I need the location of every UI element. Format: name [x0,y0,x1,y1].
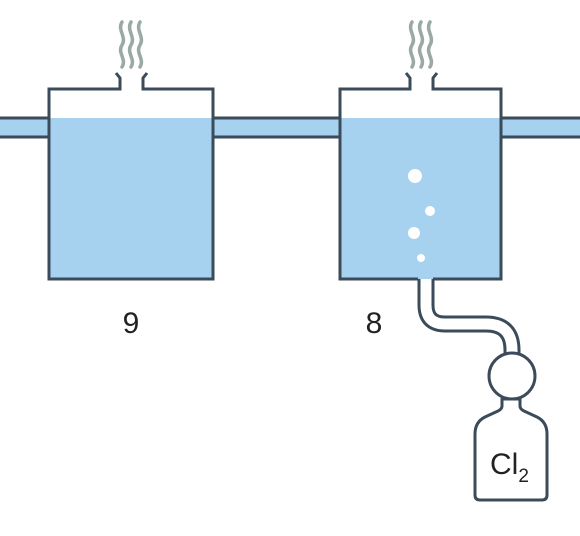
channel-left [0,119,50,137]
steam-icon [118,20,144,69]
tank-9-body [47,72,215,281]
bottle-body [473,397,549,502]
tank-9-label: 9 [123,307,140,340]
tank-8 [338,72,503,281]
chlorine-symbol: Cl [490,448,518,481]
tank-8-body [338,72,503,281]
steam-icon [408,20,434,69]
pipe-inner [420,279,518,362]
tank-8-water [340,118,501,279]
chlorine-feed-pipe [417,279,521,362]
tank-9 [47,72,215,281]
water-channel [0,116,580,139]
chlorine-bottle: Cl2 [473,397,549,502]
tank-8-label: 8 [366,307,383,340]
channel-middle [212,119,341,137]
bubbles-icon [408,169,435,262]
chlorine-subscript: 2 [518,466,529,487]
tank-9-water [49,118,213,279]
bottle-label: Cl2 [490,448,529,487]
valve-icon [487,351,537,401]
channel-right [500,119,580,137]
